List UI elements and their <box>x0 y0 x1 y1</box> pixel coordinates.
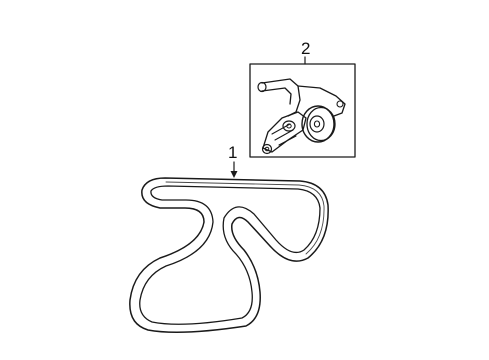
serpentine-belt <box>129 177 329 333</box>
callout-2-label: 2 <box>301 39 310 58</box>
callout-1-label: 1 <box>228 143 237 162</box>
belt-tensioner-assembly <box>257 78 346 155</box>
tensioner-pulley <box>301 105 335 143</box>
callout-1-arrowhead <box>230 171 238 178</box>
tensioner-detail-box <box>249 63 356 158</box>
